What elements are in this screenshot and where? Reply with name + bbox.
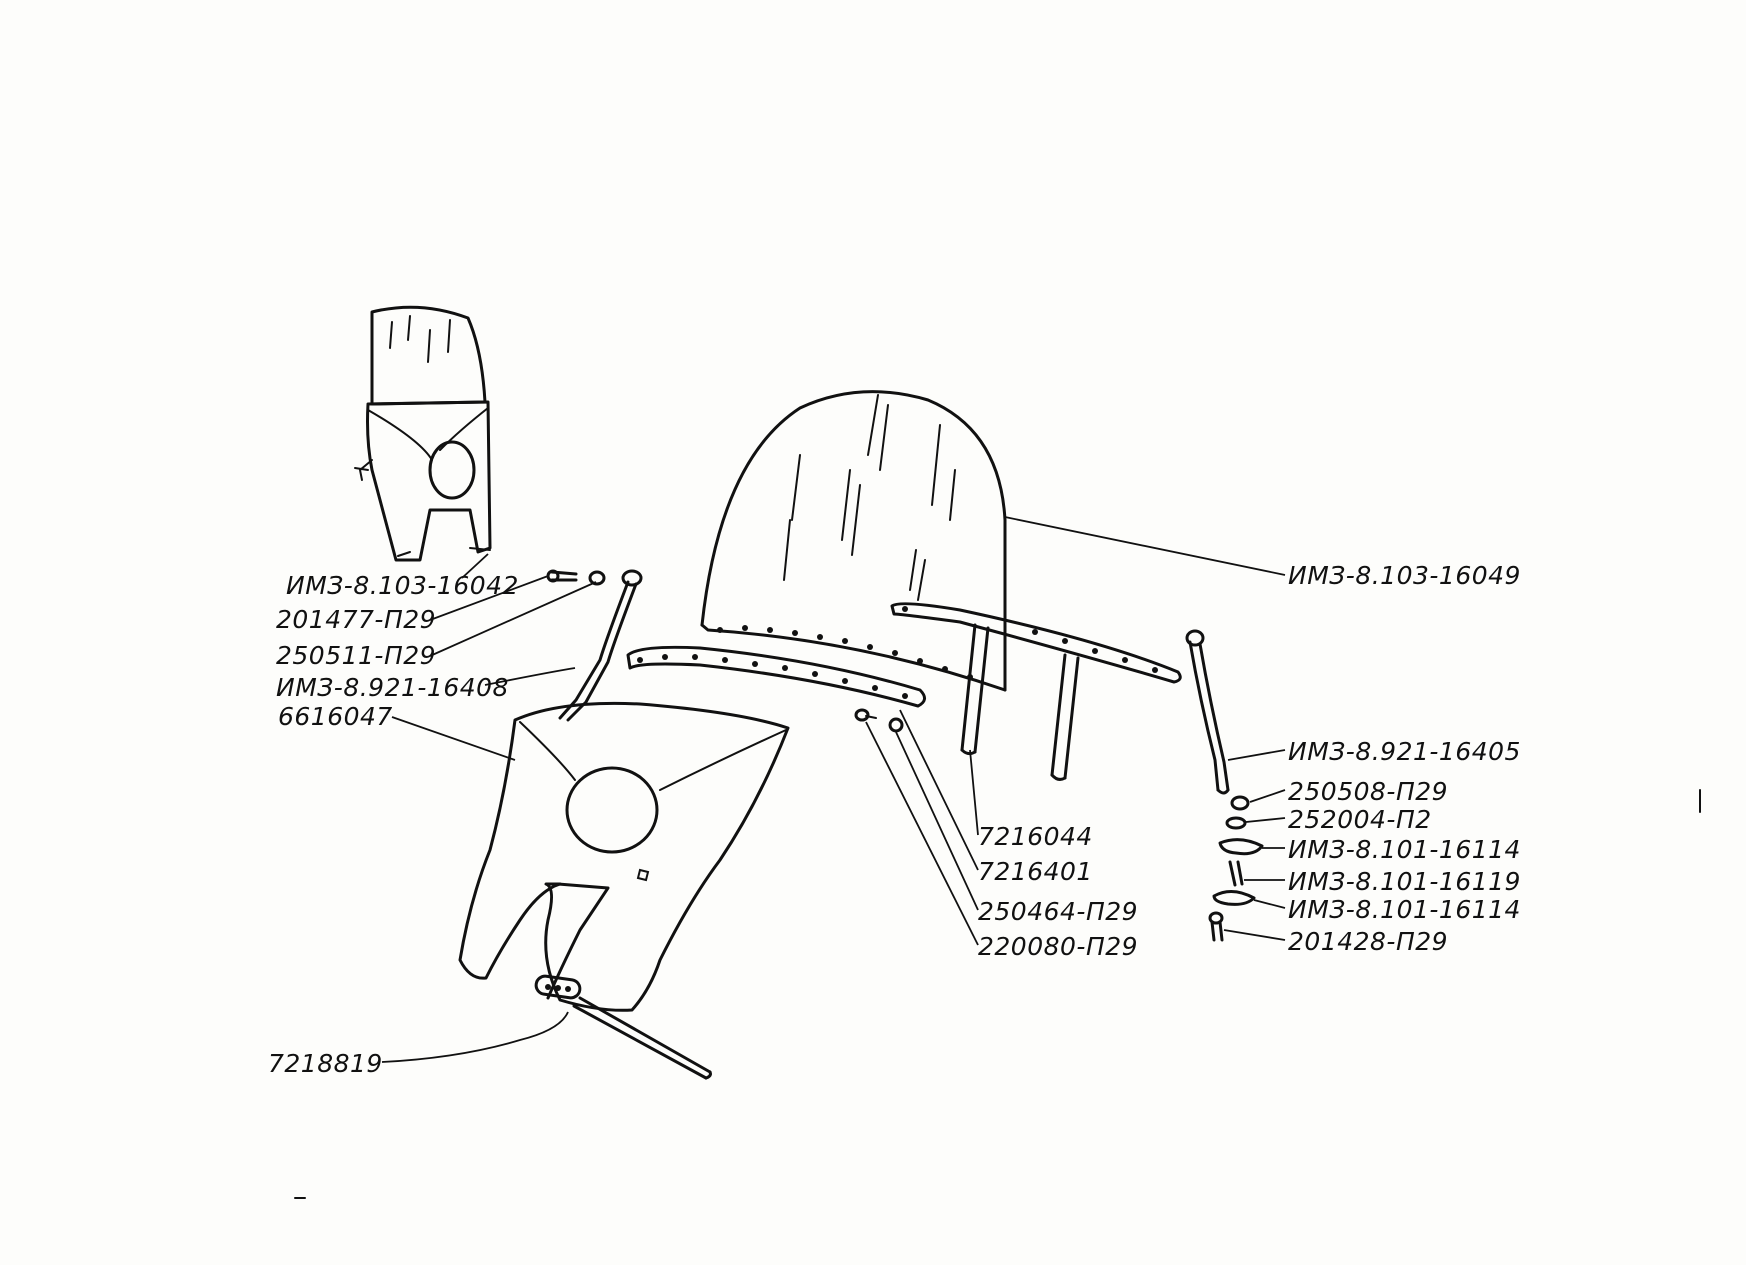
label-im3-8-103-16049: ИМЗ-8.103-16049 bbox=[1288, 561, 1521, 590]
label-250511-p29: 250511-П29 bbox=[276, 641, 436, 670]
part-labels: ИМЗ-8.103-16042 201477-П29 250511-П29 ИМ… bbox=[268, 561, 1521, 1078]
center-fasteners bbox=[854, 708, 904, 733]
scan-specks bbox=[294, 789, 1701, 1199]
label-252004-p2: 252004-П2 bbox=[1288, 805, 1432, 834]
label-250508-p29: 250508-П29 bbox=[1288, 777, 1448, 806]
right-fasteners bbox=[1208, 795, 1264, 942]
assembled-windshield-view bbox=[354, 305, 492, 562]
label-220080-p29: 220080-П29 bbox=[978, 932, 1138, 961]
leg-shield-apron bbox=[458, 701, 790, 1012]
label-7216401: 7216401 bbox=[978, 857, 1093, 886]
right-bracket-rod bbox=[1185, 629, 1230, 795]
label-7218819: 7218819 bbox=[268, 1049, 383, 1078]
left-bracket-rod bbox=[558, 569, 643, 722]
label-201428-p29: 201428-П29 bbox=[1288, 927, 1448, 956]
front-trim-strip bbox=[626, 645, 926, 708]
label-im3-8-921-16405: ИМЗ-8.921-16405 bbox=[1288, 737, 1521, 766]
label-250464-p29: 250464-П29 bbox=[978, 897, 1138, 926]
label-im3-8-101-16119: ИМЗ-8.101-16119 bbox=[1288, 867, 1521, 896]
label-im3-8-101-16114-b: ИМЗ-8.101-16114 bbox=[1288, 895, 1521, 924]
label-6616047: 6616047 bbox=[278, 702, 393, 731]
bottom-rod bbox=[534, 974, 712, 1080]
label-im3-8-103-16042: ИМЗ-8.103-16042 bbox=[286, 571, 519, 600]
label-im3-8-921-16408: ИМЗ-8.921-16408 bbox=[276, 673, 509, 702]
windshield-glass bbox=[700, 390, 1007, 692]
glass-edge-holes bbox=[717, 625, 973, 680]
label-7216044: 7216044 bbox=[978, 822, 1093, 851]
rubber-tubes bbox=[960, 623, 1080, 781]
leader-lines bbox=[381, 516, 1286, 1063]
label-201477-p29: 201477-П29 bbox=[276, 605, 436, 634]
label-im3-8-101-16114-a: ИМЗ-8.101-16114 bbox=[1288, 835, 1521, 864]
rear-trim-strip bbox=[890, 602, 1182, 684]
